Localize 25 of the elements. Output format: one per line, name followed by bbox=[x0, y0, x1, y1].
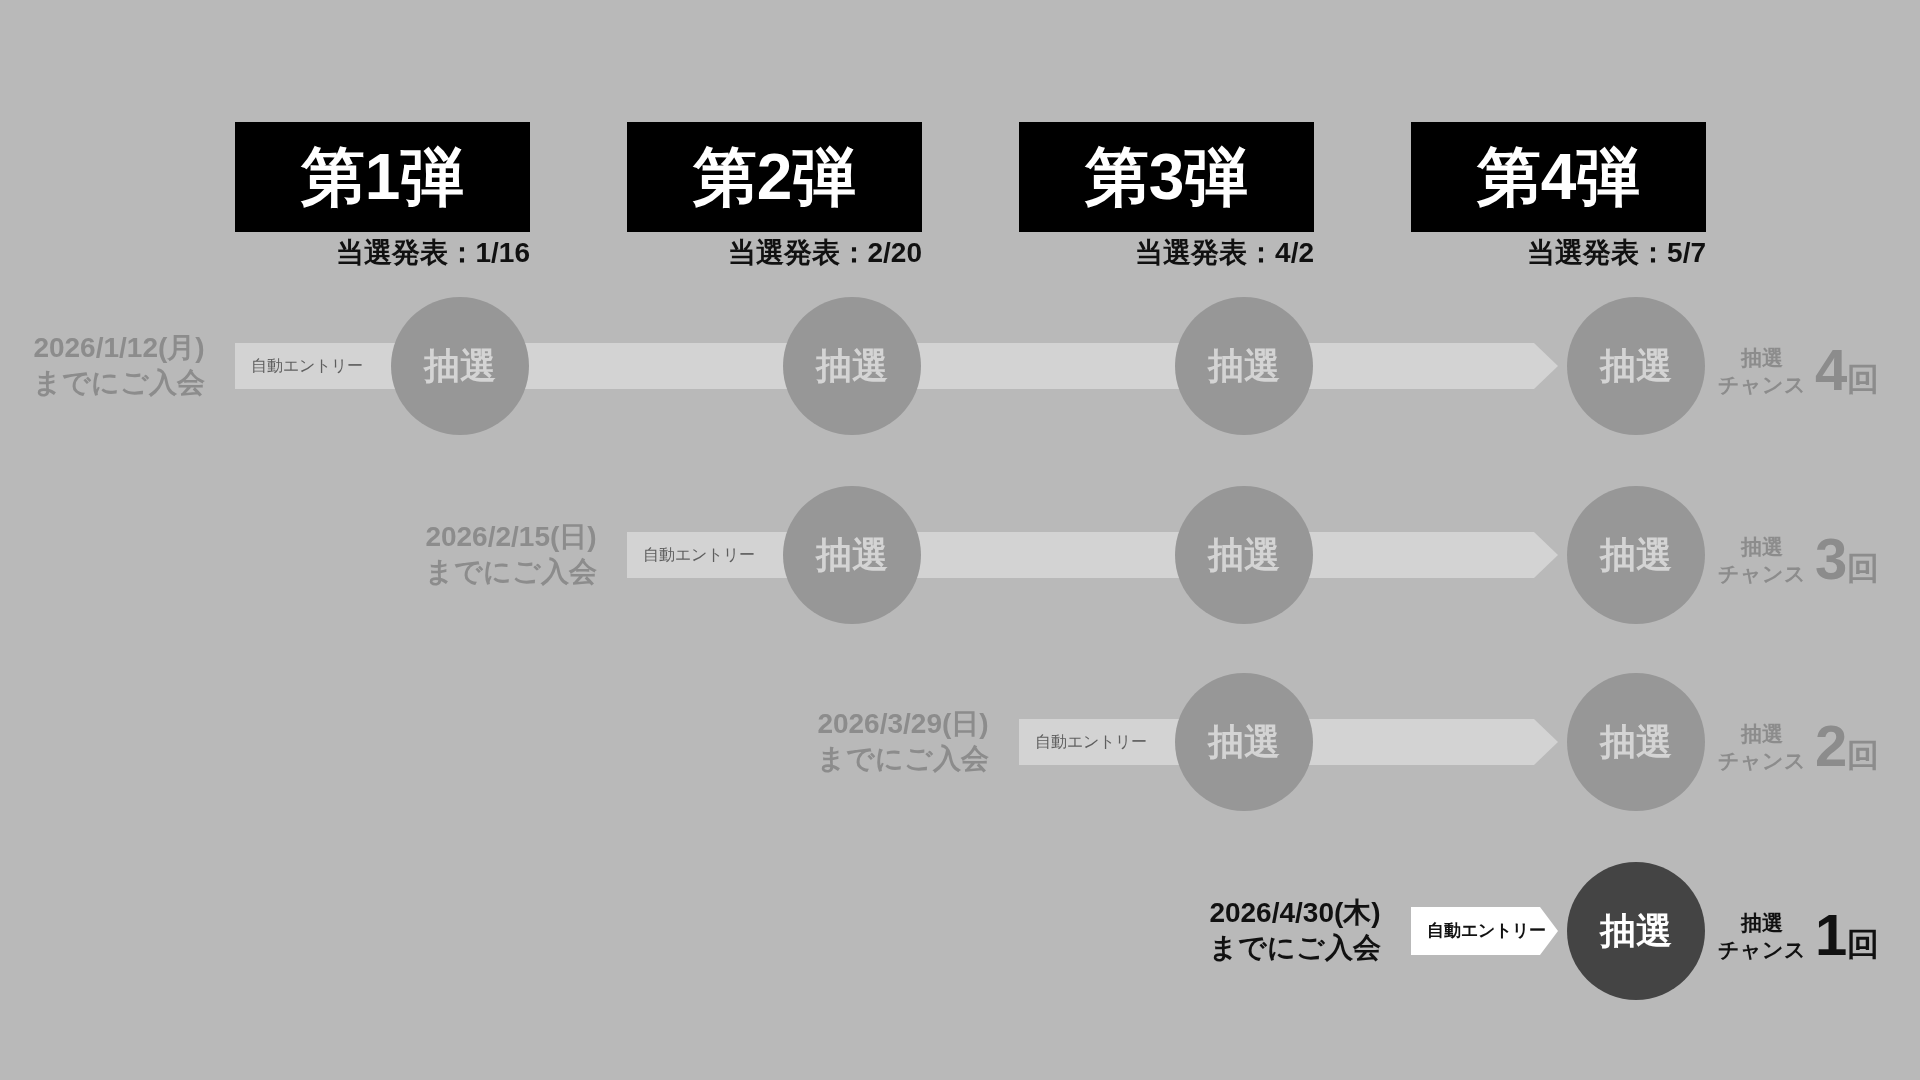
auto-entry-tag: 自動エントリー bbox=[1019, 719, 1181, 765]
lottery-circle: 抽選 bbox=[783, 297, 921, 435]
lottery-circle: 抽選 bbox=[1567, 673, 1705, 811]
lottery-circle: 抽選 bbox=[1175, 486, 1313, 624]
lottery-circle: 抽選 bbox=[1567, 297, 1705, 435]
chance-count: 1回 bbox=[1815, 905, 1880, 966]
chance-caption: 抽選チャンス bbox=[1717, 910, 1807, 963]
announcement-date: 当選発表：5/7 bbox=[1527, 236, 1706, 270]
auto-entry-tag: 自動エントリー bbox=[627, 532, 789, 578]
lottery-circle: 抽選 bbox=[391, 297, 529, 435]
round-banner: 第4弾 bbox=[1411, 122, 1706, 232]
lottery-circle: 抽選 bbox=[1567, 486, 1705, 624]
lottery-circle: 抽選 bbox=[1175, 673, 1313, 811]
auto-entry-arrow-tag: 自動エントリー bbox=[1411, 907, 1558, 955]
announcement-date: 当選発表：1/16 bbox=[335, 236, 530, 270]
round-banner: 第2弾 bbox=[627, 122, 922, 232]
round-banner: 第1弾 bbox=[235, 122, 530, 232]
announcement-date: 当選発表：2/20 bbox=[727, 236, 922, 270]
deadline-text: 2026/4/30(木) までにご入会 bbox=[1208, 896, 1382, 965]
lottery-circle: 抽選 bbox=[783, 486, 921, 624]
lottery-circle: 抽選 bbox=[1175, 297, 1313, 435]
round-banner: 第3弾 bbox=[1019, 122, 1314, 232]
lottery-circle: 抽選 bbox=[1567, 862, 1705, 1000]
announcement-date: 当選発表：4/2 bbox=[1135, 236, 1314, 270]
auto-entry-tag: 自動エントリー bbox=[235, 343, 397, 389]
